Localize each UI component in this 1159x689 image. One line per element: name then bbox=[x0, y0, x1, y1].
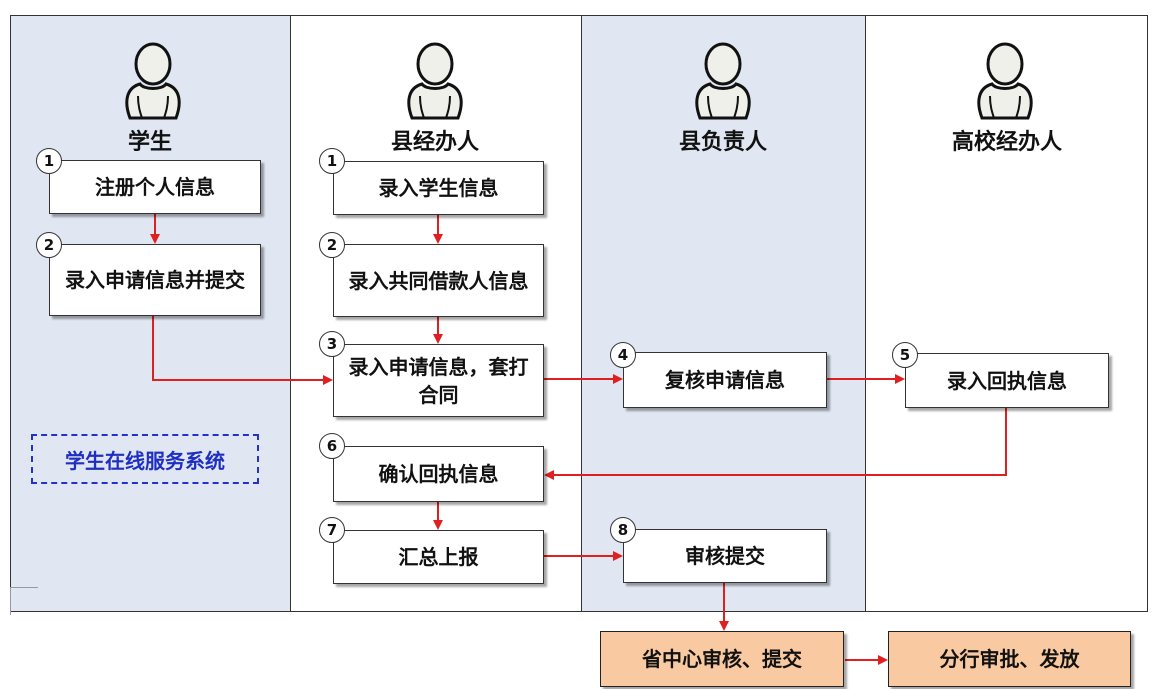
step-number: 6 bbox=[319, 433, 345, 459]
step-province-center-audit: 省中心审核、提交 bbox=[600, 631, 844, 687]
corner-mark bbox=[10, 587, 38, 615]
step-branch-approval-release: 分行审批、发放 bbox=[888, 631, 1131, 687]
step-number: 4 bbox=[610, 342, 636, 368]
person-icon bbox=[977, 42, 1033, 120]
step-audit-submit: 审核提交 bbox=[623, 529, 827, 583]
step-enter-student-info: 录入学生信息 bbox=[333, 161, 544, 215]
person-icon bbox=[125, 42, 181, 120]
lane-title-county-head: 县负责人 bbox=[678, 130, 767, 155]
lane-divider bbox=[290, 15, 291, 612]
step-enter-coborrower-info: 录入共同借款人信息 bbox=[333, 244, 544, 317]
step-review-application: 复核申请信息 bbox=[623, 352, 827, 408]
step-summary-report: 汇总上报 bbox=[333, 530, 544, 584]
step-number: 2 bbox=[319, 232, 345, 258]
diagram-frame bbox=[10, 15, 1148, 612]
lane-title-student: 学生 bbox=[127, 130, 172, 155]
arrow-s2-c3 bbox=[152, 316, 333, 385]
step-number: 5 bbox=[892, 342, 918, 368]
system-label: 学生在线服务系统 bbox=[31, 434, 259, 484]
person-icon bbox=[695, 42, 751, 120]
step-enter-application-print-contract: 录入申请信息，套打合同 bbox=[333, 344, 544, 417]
step-confirm-receipt-info: 确认回执信息 bbox=[333, 446, 544, 502]
step-register-info: 注册个人信息 bbox=[49, 160, 261, 214]
lane-title-county-handler: 县经办人 bbox=[390, 130, 479, 155]
lane-divider bbox=[581, 15, 582, 612]
step-number: 7 bbox=[319, 517, 345, 543]
step-number: 1 bbox=[36, 148, 62, 174]
lane-title-university-handler: 高校经办人 bbox=[951, 130, 1062, 155]
step-enter-receipt-info: 录入回执信息 bbox=[905, 353, 1109, 408]
step-number: 8 bbox=[610, 517, 636, 543]
person-icon bbox=[407, 42, 463, 120]
lane-divider bbox=[865, 15, 866, 612]
step-number: 3 bbox=[319, 331, 345, 357]
arrow-u5-c6 bbox=[544, 408, 1007, 480]
step-number: 2 bbox=[36, 232, 62, 258]
step-submit-application: 录入申请信息并提交 bbox=[49, 244, 261, 316]
step-number: 1 bbox=[319, 148, 345, 174]
